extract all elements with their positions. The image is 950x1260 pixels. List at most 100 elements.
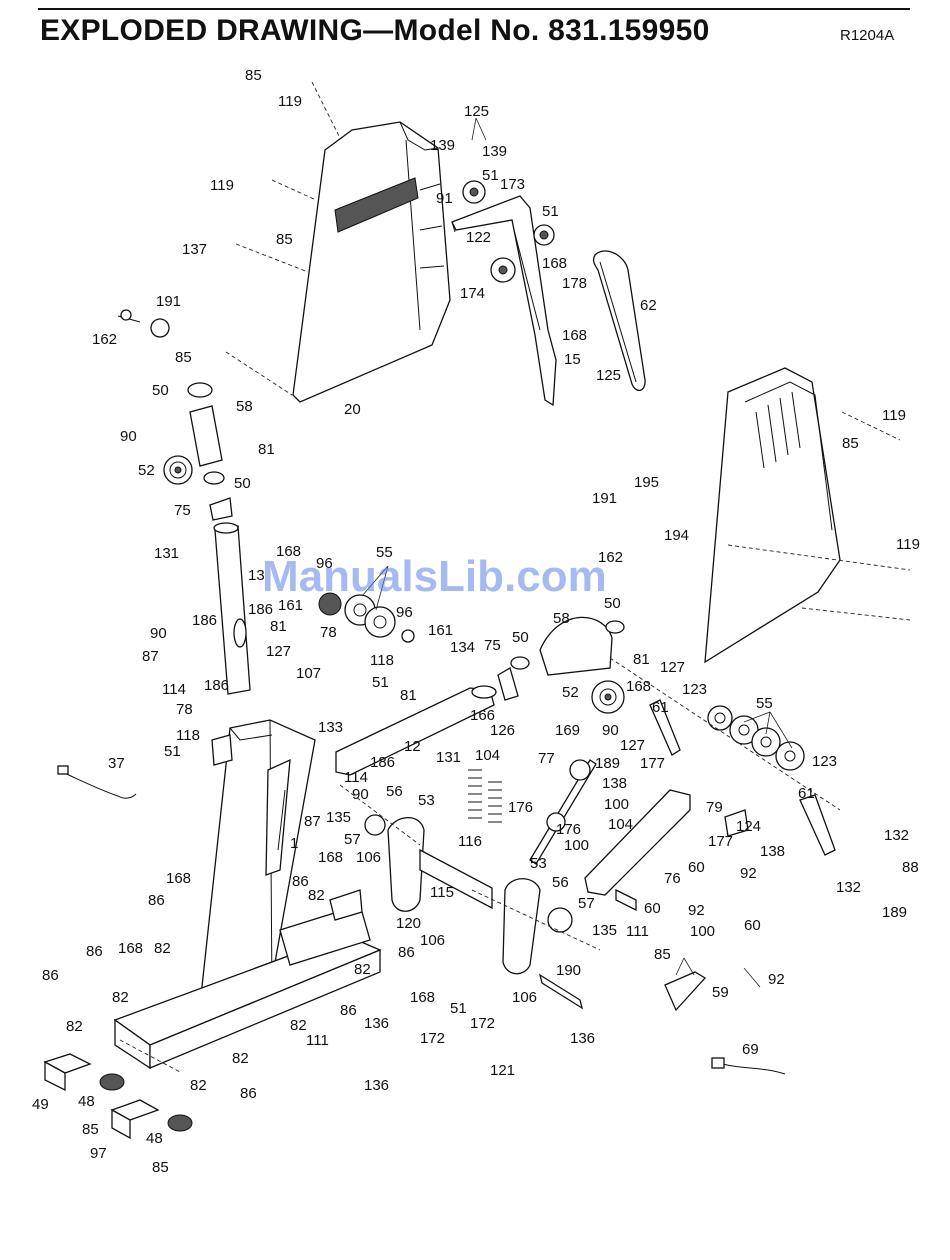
part-label: 168 xyxy=(318,849,343,866)
part-label: 127 xyxy=(660,659,685,676)
part-shield-21 xyxy=(704,367,841,664)
part-label: 92 xyxy=(768,971,785,988)
part-label: 168 xyxy=(410,989,435,1006)
part-label: 58 xyxy=(236,398,253,415)
part-label: 106 xyxy=(356,849,381,866)
part-crank-53-left xyxy=(364,814,493,912)
part-label: 104 xyxy=(608,816,633,833)
part-label: 15 xyxy=(564,351,581,368)
part-label: 87 xyxy=(142,648,159,665)
part-label: 111 xyxy=(626,923,649,940)
part-label: 186 xyxy=(370,754,395,771)
part-label: 78 xyxy=(176,701,193,718)
part-label: 37 xyxy=(108,755,125,772)
part-label: 60 xyxy=(744,917,761,934)
part-label: 60 xyxy=(688,859,705,876)
part-label: 119 xyxy=(896,536,920,553)
part-label: 86 xyxy=(42,967,59,984)
part-label: 51 xyxy=(164,743,181,760)
part-label: 82 xyxy=(308,887,325,904)
part-label: 136 xyxy=(570,1030,595,1047)
part-handle-59 xyxy=(664,971,707,1012)
part-label: 161 xyxy=(278,597,303,614)
part-label: 121 xyxy=(490,1062,515,1079)
part-label: 172 xyxy=(470,1015,495,1032)
part-label: 119 xyxy=(210,177,234,194)
header-rule xyxy=(38,8,910,10)
part-label: 135 xyxy=(326,809,351,826)
part-label: 61 xyxy=(798,785,815,802)
part-label: 1 xyxy=(290,835,298,852)
part-label: 119 xyxy=(278,93,302,110)
part-label: 85 xyxy=(175,349,192,366)
part-label: 82 xyxy=(112,989,129,1006)
part-label: 52 xyxy=(562,684,579,701)
part-label: 139 xyxy=(430,137,455,154)
part-label: 91 xyxy=(436,190,453,207)
part-label: 55 xyxy=(376,544,393,561)
part-label: 86 xyxy=(86,943,103,960)
part-label: 174 xyxy=(460,285,485,302)
part-label: 100 xyxy=(604,796,629,813)
part-label: 82 xyxy=(354,961,371,978)
part-label: 92 xyxy=(740,865,757,882)
part-label: 82 xyxy=(290,1017,307,1034)
part-label: 127 xyxy=(266,643,291,660)
part-pulleys-55-right xyxy=(707,705,805,771)
part-label: 107 xyxy=(296,665,321,682)
part-label: 176 xyxy=(508,799,533,816)
part-label: 115 xyxy=(430,884,454,901)
part-label: 90 xyxy=(352,786,369,803)
part-label: 48 xyxy=(146,1130,163,1147)
part-label: 58 xyxy=(553,610,570,627)
part-label: 76 xyxy=(664,870,681,887)
part-label: 85 xyxy=(82,1121,99,1138)
part-label: 131 xyxy=(436,749,461,766)
part-label: 75 xyxy=(174,502,191,519)
part-label: 55 xyxy=(756,695,773,712)
part-cable-37 xyxy=(57,765,137,799)
part-label: 132 xyxy=(836,879,861,896)
part-label: 131 xyxy=(154,545,179,562)
part-label: 51 xyxy=(372,674,389,691)
part-label: 132 xyxy=(884,827,909,844)
part-label: 125 xyxy=(596,367,621,384)
part-label: 168 xyxy=(166,870,191,887)
part-label: 51 xyxy=(482,167,499,184)
part-label: 118 xyxy=(370,652,394,669)
page-title: EXPLODED DRAWING—Model No. 831.159950 xyxy=(40,14,710,47)
part-label: 111 xyxy=(306,1032,329,1049)
part-label: 81 xyxy=(258,441,275,458)
part-label: 123 xyxy=(682,681,707,698)
part-feet xyxy=(43,1053,193,1140)
part-label: 50 xyxy=(512,629,529,646)
part-label: 114 xyxy=(162,681,186,698)
part-label: 104 xyxy=(475,747,500,764)
part-label: 189 xyxy=(595,755,620,772)
part-label: 96 xyxy=(316,555,333,572)
part-base-frame xyxy=(113,889,382,1070)
part-label-layer: 85 119 125 139 139 51 173 91 119 137 85 … xyxy=(32,67,920,1176)
part-label: 90 xyxy=(120,428,137,445)
part-springs-116 xyxy=(468,769,502,823)
part-label: 13 xyxy=(248,567,265,584)
part-label: 138 xyxy=(602,775,627,792)
revision-code: R1204A xyxy=(840,27,895,44)
part-label: 190 xyxy=(556,962,581,979)
part-label: 82 xyxy=(232,1050,249,1067)
part-label: 161 xyxy=(428,622,453,639)
part-belt-62 xyxy=(592,250,646,391)
part-label: 162 xyxy=(598,549,623,566)
part-label: 57 xyxy=(578,895,595,912)
part-label: 52 xyxy=(138,462,155,479)
part-cable-69 xyxy=(711,1057,786,1075)
part-label: 169 xyxy=(555,722,580,739)
part-label: 125 xyxy=(464,103,489,120)
part-label: 82 xyxy=(154,940,171,957)
part-label: 168 xyxy=(118,940,143,957)
part-label: 51 xyxy=(450,1000,467,1017)
part-label: 61 xyxy=(652,699,669,716)
part-crank-53-right xyxy=(502,878,573,975)
part-label: 85 xyxy=(654,946,671,963)
part-label: 78 xyxy=(320,624,337,641)
